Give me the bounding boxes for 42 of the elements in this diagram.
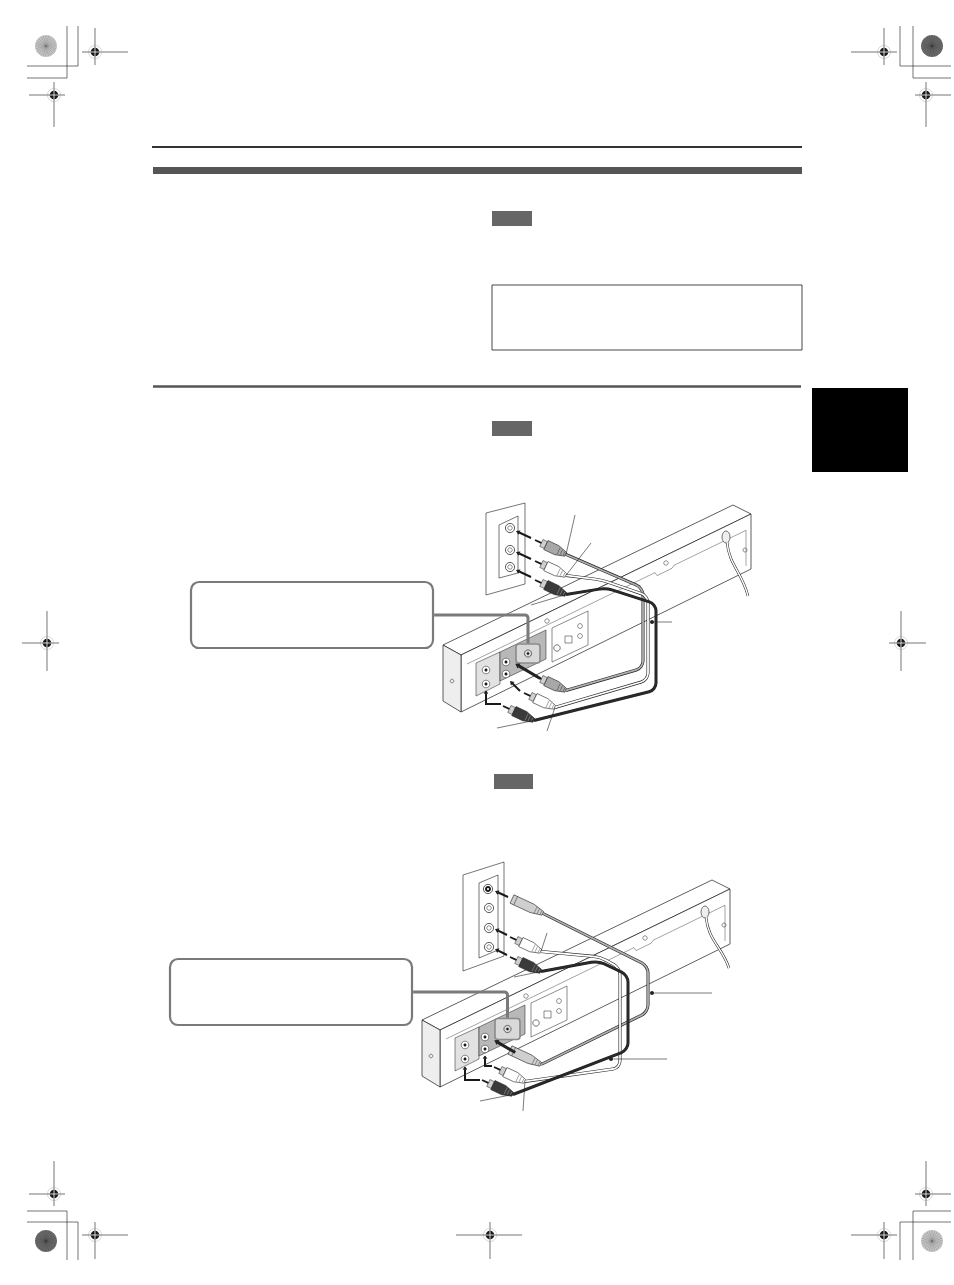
leader-line [496,720,535,729]
cable [565,553,645,692]
rca-plug [523,692,556,710]
insert-arrow [494,1040,516,1054]
leader-line [565,514,576,555]
side-tab [812,388,908,472]
note-badge [494,774,533,789]
s-video-plug [509,894,544,916]
s-video-plug [507,1045,542,1067]
jack-highlight [494,1017,521,1041]
leader-line [530,594,567,606]
leader-line [612,1058,668,1060]
cable [540,912,650,1066]
rca-plug [509,936,542,954]
leader-line [413,990,509,1018]
rca-plug [534,539,567,557]
leader-line [546,707,556,732]
rca-plug [534,560,567,578]
note-badge [492,421,532,436]
cable [512,960,630,1096]
outlined-box [491,284,803,351]
insert-arrow [515,663,541,680]
leader-line [434,613,530,644]
leader-line [565,542,592,576]
leader-line [540,932,548,952]
leader-line [653,992,713,994]
jack-highlight [515,643,541,664]
rca-plug [481,1079,514,1097]
cable [554,574,650,709]
leader-line [653,621,673,623]
leader-line [479,1094,514,1102]
rca-plug [534,579,567,597]
leader-line [513,971,542,978]
rca-plug [493,1066,526,1084]
rca-plug [509,956,542,974]
callout-box [168,957,414,1027]
cable [524,950,622,1083]
callout-box [189,580,435,650]
rca-plug [502,705,535,723]
leader-line [522,1081,526,1112]
note-badge [492,211,532,226]
cable [533,587,658,722]
